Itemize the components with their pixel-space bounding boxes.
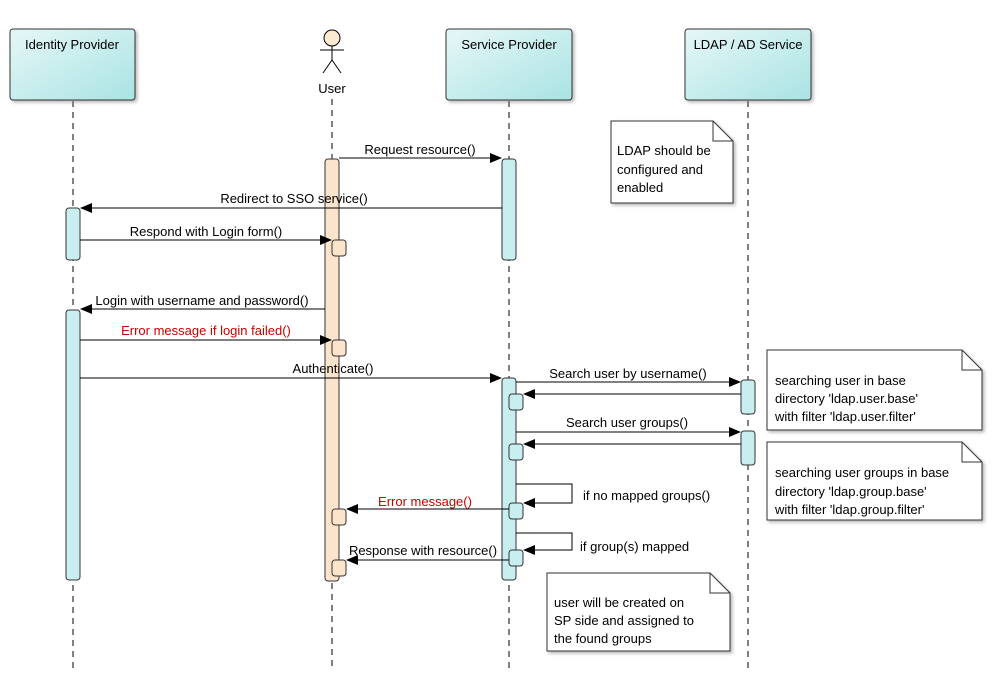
label-error-message: Error message(): [378, 494, 472, 509]
activations: [65, 158, 756, 582]
participant-label: LDAP / AD Service: [694, 37, 803, 52]
label-redirect-sso: Redirect to SSO service(): [220, 191, 367, 206]
note-user-search[interactable]: searching user in base directory 'ldap.u…: [766, 349, 983, 431]
label-groups-mapped: if group(s) mapped: [580, 539, 689, 554]
message-labels: Request resource() Redirect to SSO servi…: [95, 142, 710, 558]
note-line: directory 'ldap.group.base': [775, 484, 927, 499]
activation-sp-6: [508, 549, 524, 567]
note-group-search[interactable]: searching user groups in base directory …: [766, 441, 983, 521]
note-line: LDAP should be: [617, 143, 711, 158]
label-authenticate: Authenticate(): [293, 361, 374, 376]
note-line: user will be created on: [554, 595, 684, 610]
note-line: searching user groups in base: [775, 465, 949, 480]
label-search-groups: Search user groups(): [566, 415, 688, 430]
activation-user-3: [331, 508, 347, 526]
note-line: enabled: [617, 180, 663, 195]
participant-identity-provider[interactable]: Identity Provider: [9, 28, 136, 101]
note-line: with filter 'ldap.user.filter': [774, 409, 916, 424]
note-ldap-config[interactable]: LDAP should be configured and enabled: [610, 120, 734, 204]
label-login-form: Respond with Login form(): [130, 224, 282, 239]
arrow-self-groups-mapped: [516, 532, 573, 555]
note-line: the found groups: [554, 631, 652, 646]
label-response-resource: Response with resource(): [349, 543, 497, 558]
activation-idp-1: [65, 207, 81, 261]
messages: [80, 153, 741, 565]
activation-user-main: [324, 158, 340, 582]
note-line: searching user in base: [775, 373, 906, 388]
note-line: configured and: [617, 162, 703, 177]
activation-user-1: [331, 239, 347, 257]
actor-label: User: [318, 81, 346, 96]
label-login-credentials: Login with username and password(): [95, 293, 308, 308]
label-no-mapped-groups: if no mapped groups(): [583, 488, 710, 503]
label-error-login: Error message if login failed(): [121, 323, 291, 338]
activation-ldap-1: [740, 379, 756, 415]
actor-user[interactable]: User: [318, 29, 346, 96]
participant-label: Service Provider: [461, 37, 557, 52]
activation-sp-4: [508, 443, 524, 461]
arrow-self-no-groups: [516, 483, 573, 508]
note-line: SP side and assigned to: [554, 613, 694, 628]
activation-sp-1: [501, 158, 517, 261]
label-request-resource: Request resource(): [364, 142, 475, 157]
activation-user-4: [331, 559, 347, 577]
note-line: directory 'ldap.user.base': [775, 391, 918, 406]
activation-idp-2: [65, 309, 81, 581]
participant-service-provider[interactable]: Service Provider: [445, 28, 573, 101]
note-line: with filter 'ldap.group.filter': [774, 502, 924, 517]
activation-sp-3: [508, 393, 524, 411]
note-user-created[interactable]: user will be created on SP side and assi…: [546, 572, 731, 652]
participant-label: Identity Provider: [25, 37, 120, 52]
label-search-user: Search user by username(): [549, 366, 707, 381]
activation-user-2: [331, 339, 347, 357]
activation-ldap-2: [740, 430, 756, 466]
participant-ldap[interactable]: LDAP / AD Service: [684, 28, 812, 101]
activation-sp-2: [501, 377, 517, 581]
activation-sp-5: [508, 502, 524, 520]
actor-icon: [320, 29, 344, 74]
